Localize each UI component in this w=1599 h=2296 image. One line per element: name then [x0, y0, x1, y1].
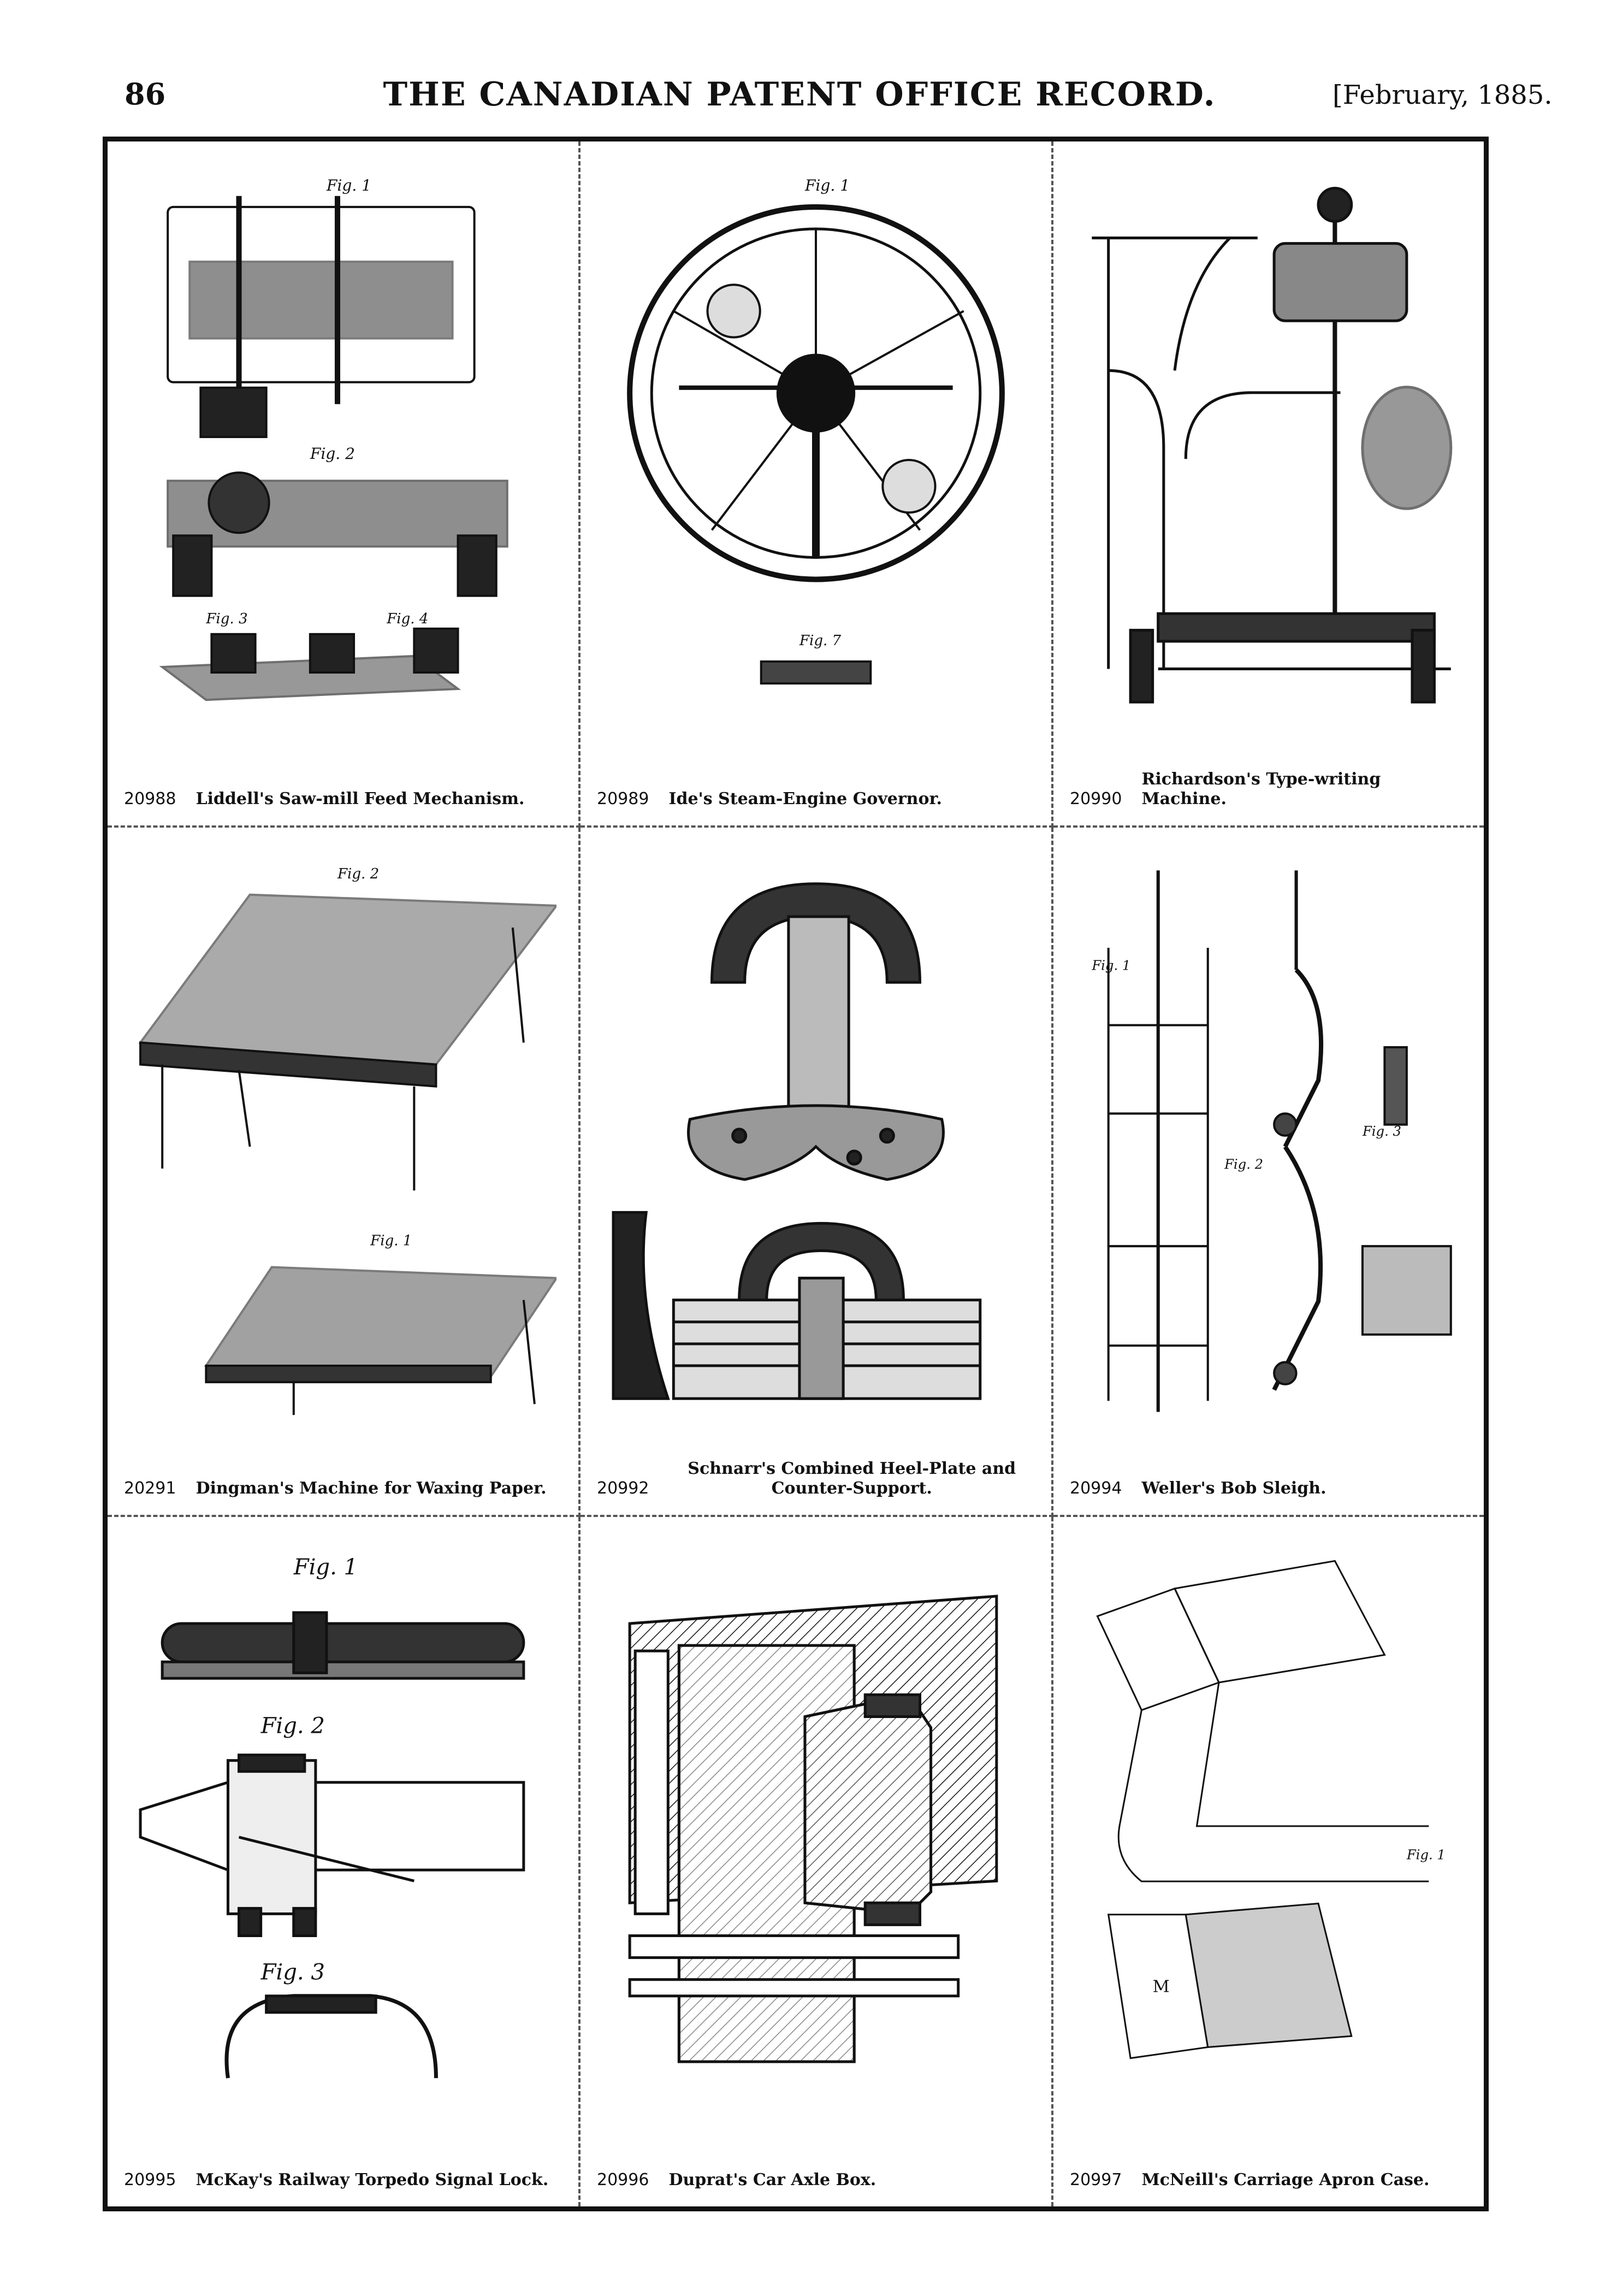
patent-drawing-heel-plate — [602, 849, 1029, 1433]
patent-number: 20995 — [124, 2170, 176, 2189]
patent-caption: 20995 McKay's Railway Torpedo Signal Loc… — [124, 2130, 562, 2190]
patent-title: Ide's Steam-Engine Governor. — [668, 789, 942, 808]
patent-number: 20989 — [597, 789, 649, 808]
governor-illustration: Fig. 1 Fig. 7 — [627, 176, 1005, 685]
patent-cell-20291: Fig. 2 Fig. 1 20 — [108, 828, 581, 1517]
patent-title: McKay's Railway Torpedo Signal Lock. — [196, 2170, 549, 2189]
patent-drawing-governor: Fig. 1 Fig. 7 — [602, 163, 1029, 743]
patent-caption: 20990 Richardson's Type-writing Machine. — [1070, 749, 1467, 809]
figure-label: Fig. 1 — [293, 1555, 358, 1580]
figure-label: Fig. 1 — [1406, 1847, 1446, 1863]
patent-caption: 20291 Dingman's Machine for Waxing Paper… — [124, 1438, 562, 1498]
figure-label: Fig. 1 — [804, 176, 850, 194]
patent-number: 20996 — [597, 2170, 649, 2189]
figure-label: Fig. 1 — [326, 176, 371, 194]
patent-drawing-apron-case: M Fig. 1 — [1075, 1539, 1462, 2124]
patent-cell-20997: M Fig. 1 20997 McNeill's Carriage Apron … — [1053, 1517, 1484, 2206]
figure-label: Fig. 1 — [1091, 957, 1130, 973]
bob-sleigh-illustration: Fig. 1 Fig. 2 Fig. 3 — [1091, 870, 1452, 1412]
patent-number: 20992 — [597, 1479, 649, 1498]
patent-title: Weller's Bob Sleigh. — [1141, 1479, 1326, 1498]
figure-label: Fig. 3 — [205, 611, 247, 627]
machine-frame-shape — [167, 205, 476, 383]
patent-title: McNeill's Carriage Apron Case. — [1141, 2170, 1430, 2189]
patent-drawing-bob-sleigh: Fig. 1 Fig. 2 Fig. 3 — [1075, 849, 1462, 1433]
patent-number: 20997 — [1070, 2170, 1122, 2189]
patent-caption: 20996 Duprat's Car Axle Box. — [597, 2130, 1035, 2190]
figure-label: Fig. 2 — [310, 445, 355, 463]
figure-label: Fig. 2 — [260, 1714, 325, 1739]
patent-drawing-waxing-machine: Fig. 2 Fig. 1 — [129, 849, 556, 1433]
page-number: 86 — [125, 76, 166, 111]
axle-box-illustration — [628, 1595, 998, 2063]
figure-label: Fig. 4 — [386, 611, 428, 627]
journal-title: THE CANADIAN PATENT OFFICE RECORD. — [383, 75, 1216, 114]
patent-caption: 20992 Schnarr's Combined Heel-Plate and … — [597, 1438, 1035, 1498]
patent-number: 20994 — [1070, 1479, 1122, 1498]
patent-grid: Fig. 1 Fig. 2 Fig. 3 Fig. 4 — [108, 141, 1484, 2206]
patent-number: 20990 — [1070, 789, 1122, 808]
waxing-machine-illustration: Fig. 2 Fig. 1 — [138, 866, 556, 1415]
patent-cell-20990: 20990 Richardson's Type-writing Machine. — [1053, 141, 1484, 828]
patent-cell-20996: 20996 Duprat's Car Axle Box. — [581, 1517, 1053, 2206]
patent-title: Richardson's Type-writing Machine. — [1141, 770, 1381, 808]
issue-date: [February, 1885. — [1332, 80, 1553, 110]
patent-drawing-signal-lock: Fig. 1 Fig. 2 Fig. 3 — [129, 1539, 556, 2124]
patent-drawing-saw-mill: Fig. 1 Fig. 2 Fig. 3 Fig. 4 — [129, 163, 556, 743]
figure-label: Fig. 2 — [1224, 1156, 1263, 1172]
patent-title: Duprat's Car Axle Box. — [668, 2170, 877, 2189]
heel-plate-illustration — [612, 882, 982, 1400]
patent-cell-20989: Fig. 1 Fig. 7 — [581, 141, 1053, 828]
patent-caption: 20994 Weller's Bob Sleigh. — [1070, 1438, 1467, 1498]
patent-drawing-typewriter — [1075, 163, 1462, 743]
patent-cell-20995: Fig. 1 Fig. 2 Fig. 3 — [108, 1517, 581, 2206]
patent-title: Schnarr's Combined Heel-Plate and Counte… — [688, 1459, 1016, 1498]
saw-mill-illustration: Fig. 1 Fig. 2 Fig. 3 Fig. 4 — [159, 176, 508, 701]
patent-drawing-axle-box — [602, 1539, 1029, 2124]
patent-caption: 20988 Liddell's Saw-mill Feed Mechanism. — [124, 749, 562, 809]
patent-cell-20994: Fig. 1 Fig. 2 Fig. 3 — [1053, 828, 1484, 1517]
svg-text:M: M — [1153, 1977, 1170, 1996]
figure-label: Fig. 2 — [337, 866, 379, 882]
patent-caption: 20997 McNeill's Carriage Apron Case. — [1070, 2130, 1467, 2190]
figure-label: Fig. 1 — [370, 1232, 412, 1249]
typewriter-illustration — [1092, 186, 1453, 704]
patent-title: Dingman's Machine for Waxing Paper. — [196, 1479, 547, 1498]
apron-case-illustration: M Fig. 1 — [1096, 1560, 1446, 2059]
figure-label: Fig. 7 — [799, 633, 842, 649]
figure-label: Fig. 3 — [1362, 1123, 1401, 1139]
signal-lock-illustration: Fig. 1 Fig. 2 Fig. 3 — [139, 1555, 525, 2079]
patent-plate-frame: Fig. 1 Fig. 2 Fig. 3 Fig. 4 — [103, 137, 1489, 2211]
patent-caption: 20989 Ide's Steam-Engine Governor. — [597, 749, 1035, 809]
patent-cell-20988: Fig. 1 Fig. 2 Fig. 3 Fig. 4 — [108, 141, 581, 828]
patent-cell-20992: 20992 Schnarr's Combined Heel-Plate and … — [581, 828, 1053, 1517]
patent-number: 20291 — [124, 1479, 176, 1498]
patent-title: Liddell's Saw-mill Feed Mechanism. — [196, 789, 525, 808]
patent-number: 20988 — [124, 789, 176, 808]
page-header: 86 THE CANADIAN PATENT OFFICE RECORD. [F… — [0, 0, 1599, 131]
figure-label: Fig. 3 — [260, 1960, 325, 1985]
